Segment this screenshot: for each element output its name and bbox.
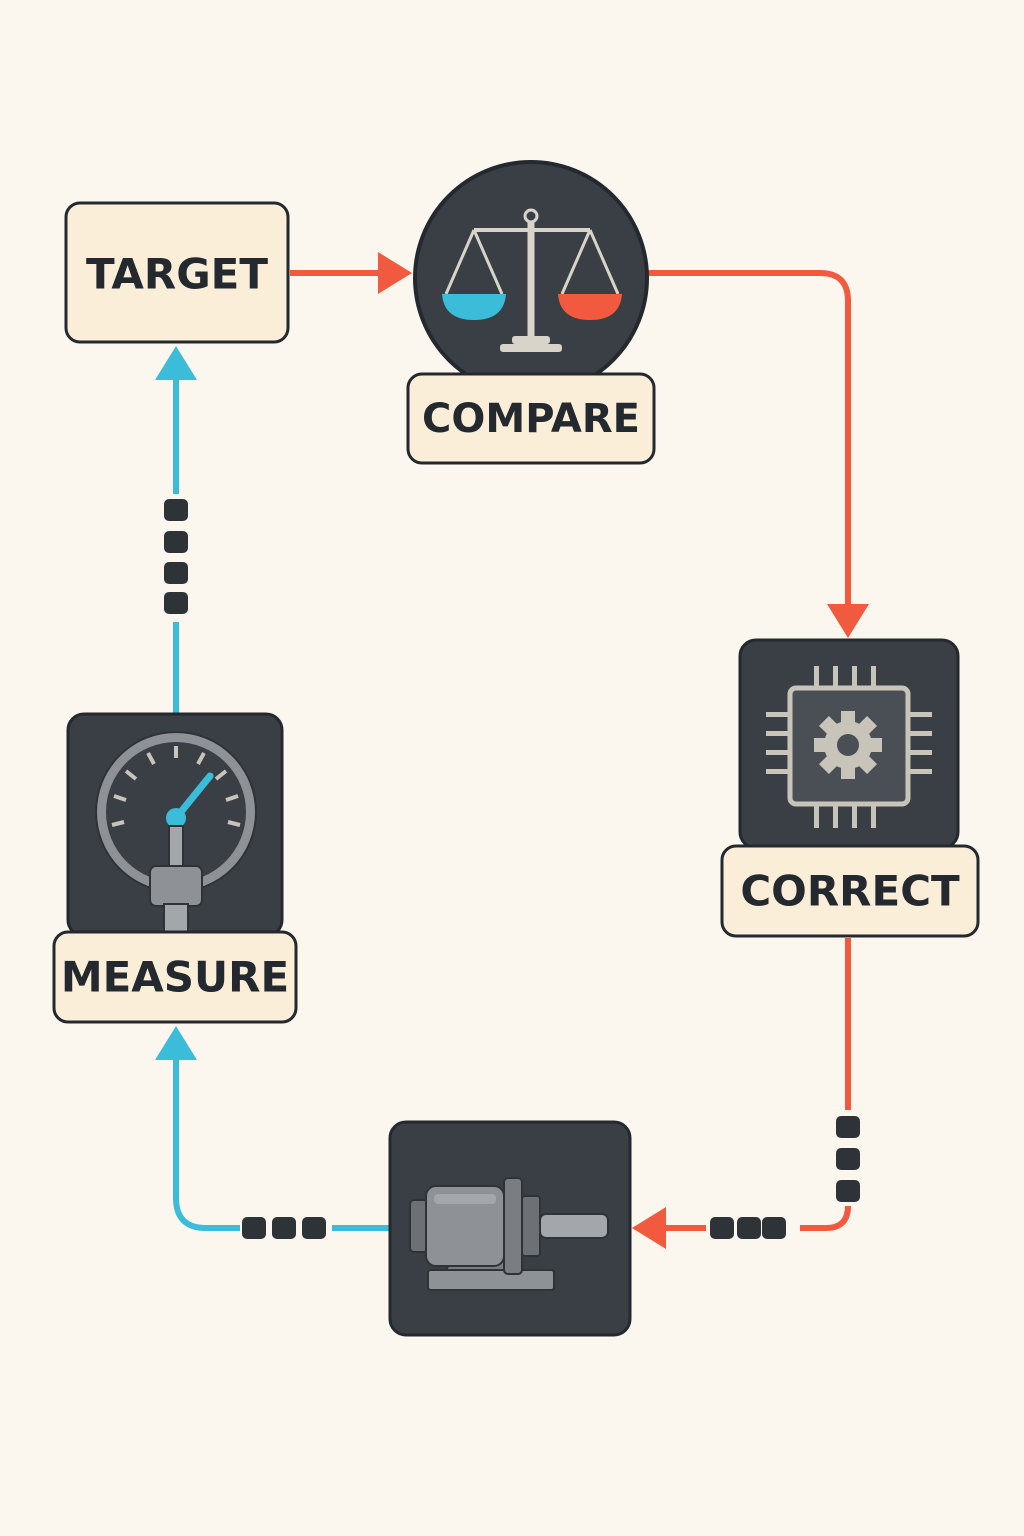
connector-measure-to-target	[155, 346, 197, 714]
plant-node	[388, 1120, 632, 1337]
correct-label: CORRECT	[740, 867, 960, 916]
controller-chip-gear-icon	[766, 666, 932, 828]
connector-target-to-compare	[290, 252, 412, 294]
connector-dashed-segment	[710, 1217, 786, 1239]
connector-compare-to-correct	[648, 270, 869, 638]
connector-dashed-segment	[836, 1116, 860, 1202]
compare-label: COMPARE	[422, 396, 640, 442]
pressure-gauge-icon	[95, 731, 257, 935]
connector-dashed-segment	[164, 499, 188, 614]
motor-icon	[409, 1177, 609, 1291]
target-label: TARGET	[86, 250, 268, 299]
measure-label: MEASURE	[61, 953, 289, 1002]
connector-correct-to-plant	[632, 938, 860, 1249]
balance-scale-icon	[442, 208, 622, 352]
compare-node: COMPARE	[406, 160, 656, 465]
connector-dashed-segment	[242, 1217, 326, 1239]
target-node: TARGET	[64, 201, 290, 344]
correct-node: CORRECT	[720, 638, 980, 938]
gear-icon	[814, 711, 882, 779]
measure-node: MEASURE	[52, 712, 298, 1024]
connector-plant-to-measure	[155, 1026, 390, 1239]
